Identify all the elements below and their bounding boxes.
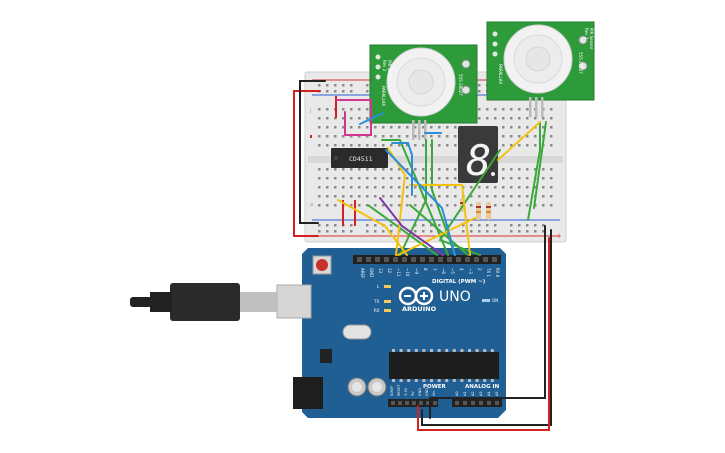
digital-pin-label: 13 <box>378 268 383 274</box>
power-header-label: POWER <box>423 384 447 390</box>
digital-pin-label: 8 <box>423 268 428 271</box>
analog-header-label: ANALOG IN <box>465 384 500 390</box>
analog-pin-label: A4 <box>487 391 491 396</box>
resistor-2 <box>486 202 491 220</box>
power-pin-label: 5V <box>411 391 415 396</box>
digital-header-sockets <box>357 257 497 262</box>
digital-pin-label: 2 <box>477 268 482 271</box>
arduino-model: UNO <box>439 289 471 305</box>
digital-pin-label: ~3 <box>468 268 473 274</box>
digital-pin-label: ~11 <box>396 268 401 277</box>
seven-segment-digit: 8 <box>466 136 491 185</box>
analog-pin-label: A0 <box>455 391 459 396</box>
digital-pin-label: AREF <box>360 268 365 279</box>
pir-2-text-1: PIR Sensor <box>589 28 594 50</box>
resistors <box>460 198 491 220</box>
bb-letter-a: a <box>310 202 313 208</box>
analog-pin-label: A2 <box>471 391 475 396</box>
analog-pin-label: A5 <box>495 391 499 396</box>
digital-pin-label: GND <box>369 268 374 277</box>
pir-2-text-2: Rev 2 <box>584 28 589 40</box>
pir-sensor-1[interactable]: PIR Sensor Rev 2 555-28027 PARALLAX <box>369 44 478 140</box>
digital-pin-label: TX 1 <box>486 267 491 277</box>
cd4511-label: CD4511 <box>349 155 373 163</box>
cd4511-chip[interactable]: CD4511 <box>331 148 388 168</box>
led-l-label: L <box>377 284 380 289</box>
reset-button[interactable] <box>312 255 332 275</box>
power-pin-label: Vin <box>432 390 436 396</box>
bb-rail-minus: - <box>556 216 559 224</box>
digital-pin-label: RX 0 <box>495 268 500 278</box>
analog-pin-label: A1 <box>463 391 467 396</box>
analog-pin-label: A3 <box>479 391 483 396</box>
digital-pin-labels: AREF GND 13 12 ~11 ~10 ~9 8 7 ~6 ~5 4 ~3 2 TX 1 RX 0 <box>360 267 500 279</box>
analog-pin-labels: A0 A1 A2 A3 A4 A5 <box>455 391 499 396</box>
pir-1-text-3: 555-28027 <box>458 74 463 96</box>
digital-pin-label: ~9 <box>414 268 419 274</box>
digital-pin-label: ~10 <box>405 268 410 277</box>
pir-1-text-2: Rev 2 <box>382 60 387 72</box>
pir-2-text-4: PARALLAX <box>498 64 503 85</box>
seven-segment-display[interactable]: 8 <box>458 126 498 185</box>
digital-pin-label: ~6 <box>441 268 446 274</box>
pir-1-text-1: PIR Sensor <box>387 60 392 82</box>
atmega-chip <box>389 349 499 382</box>
digital-pin-label: ~5 <box>450 268 455 274</box>
power-pin-label: GND <box>425 388 429 396</box>
led-rx-label: RX <box>374 308 380 313</box>
digital-pin-label: 12 <box>387 268 392 274</box>
power-pin-label: IOREF <box>390 386 394 396</box>
pir-2-text-3: 555-28027 <box>578 52 583 74</box>
power-pin-label: RESET <box>397 384 401 396</box>
resistor-1 <box>476 202 481 220</box>
arduino-uno-board[interactable]: AREF GND 13 12 ~11 ~10 ~9 8 7 ~6 ~5 4 ~3 2 TX 1 RX 0 DI… <box>293 248 506 418</box>
status-leds <box>384 285 490 312</box>
digital-pin-label: 7 <box>432 268 437 271</box>
pir-1-text-4: PARALLAX <box>381 86 386 107</box>
pir-sensor-2[interactable]: PIR Sensor Rev 2 555-28027 PARALLAX <box>486 21 595 117</box>
wires <box>293 80 552 431</box>
power-pin-label: GND <box>418 388 422 396</box>
digital-pin-label: 4 <box>459 268 464 271</box>
usb-connector <box>130 283 312 321</box>
led-tx-label: TX <box>373 299 379 304</box>
digital-header-label: DIGITAL (PWM ~) <box>432 279 486 285</box>
arduino-brand: ARDUINO <box>402 305 437 313</box>
bb-rail-plus: + <box>556 232 562 240</box>
bb-letter-j: j <box>309 108 311 114</box>
power-pin-label: 3.3V <box>404 387 408 396</box>
arduino-logo <box>398 286 434 306</box>
led-on-label: ON <box>492 298 498 303</box>
